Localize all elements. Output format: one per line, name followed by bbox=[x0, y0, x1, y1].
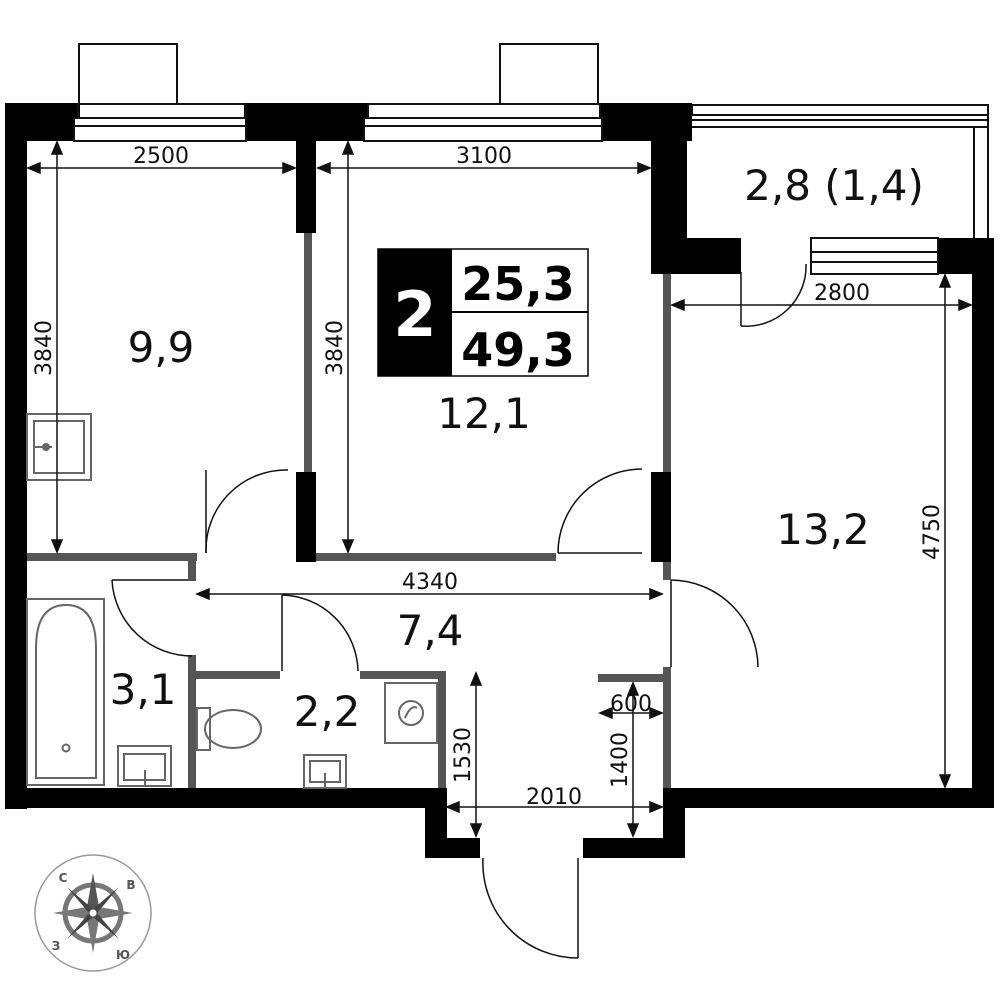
compass-west: З bbox=[52, 939, 61, 953]
sink-bedroom bbox=[26, 413, 92, 481]
area-bedroom-1: 9,9 bbox=[128, 323, 195, 372]
dim-3840-middle: 3840 bbox=[323, 320, 348, 376]
partitions bbox=[27, 233, 671, 788]
compass-south: Ю bbox=[116, 948, 130, 962]
bathtub-icon bbox=[26, 598, 105, 786]
dim-3840-left: 3840 bbox=[32, 320, 57, 376]
dim-2500: 2500 bbox=[133, 144, 189, 169]
area-hall: 7,4 bbox=[397, 606, 464, 655]
badge-living-area: 25,3 bbox=[461, 257, 575, 311]
badge-total-area: 49,3 bbox=[461, 323, 575, 377]
area-living-room: 13,2 bbox=[776, 505, 870, 554]
area-balcony: 2,8 (1,4) bbox=[744, 161, 924, 210]
dim-2010: 2010 bbox=[526, 785, 582, 810]
area-wc: 2,2 bbox=[294, 687, 361, 736]
dim-3100: 3100 bbox=[456, 144, 512, 169]
doors bbox=[111, 263, 807, 959]
dim-1400: 1400 bbox=[608, 732, 633, 788]
dim-2800: 2800 bbox=[814, 281, 870, 306]
compass-icon: С В Ю З bbox=[34, 854, 152, 972]
dim-1530: 1530 bbox=[451, 727, 476, 783]
badge-room-count: 2 bbox=[393, 278, 436, 351]
dim-4750: 4750 bbox=[920, 504, 945, 560]
area-badge: 2 25,3 49,3 bbox=[377, 248, 589, 377]
compass-north: С bbox=[59, 871, 68, 885]
toilet-icon bbox=[196, 707, 262, 751]
dim-600: 600 bbox=[610, 692, 652, 717]
dimension-lines bbox=[26, 140, 973, 838]
dim-4340: 4340 bbox=[402, 570, 458, 595]
washing-machine-icon bbox=[384, 682, 438, 744]
area-bathroom: 3,1 bbox=[110, 665, 177, 714]
compass-east: В bbox=[126, 878, 135, 892]
sink-wc bbox=[303, 754, 347, 789]
sink-bathroom bbox=[117, 745, 172, 787]
windows bbox=[73, 43, 989, 275]
exterior-walls bbox=[5, 103, 994, 858]
area-bedroom-2: 12,1 bbox=[437, 389, 531, 438]
